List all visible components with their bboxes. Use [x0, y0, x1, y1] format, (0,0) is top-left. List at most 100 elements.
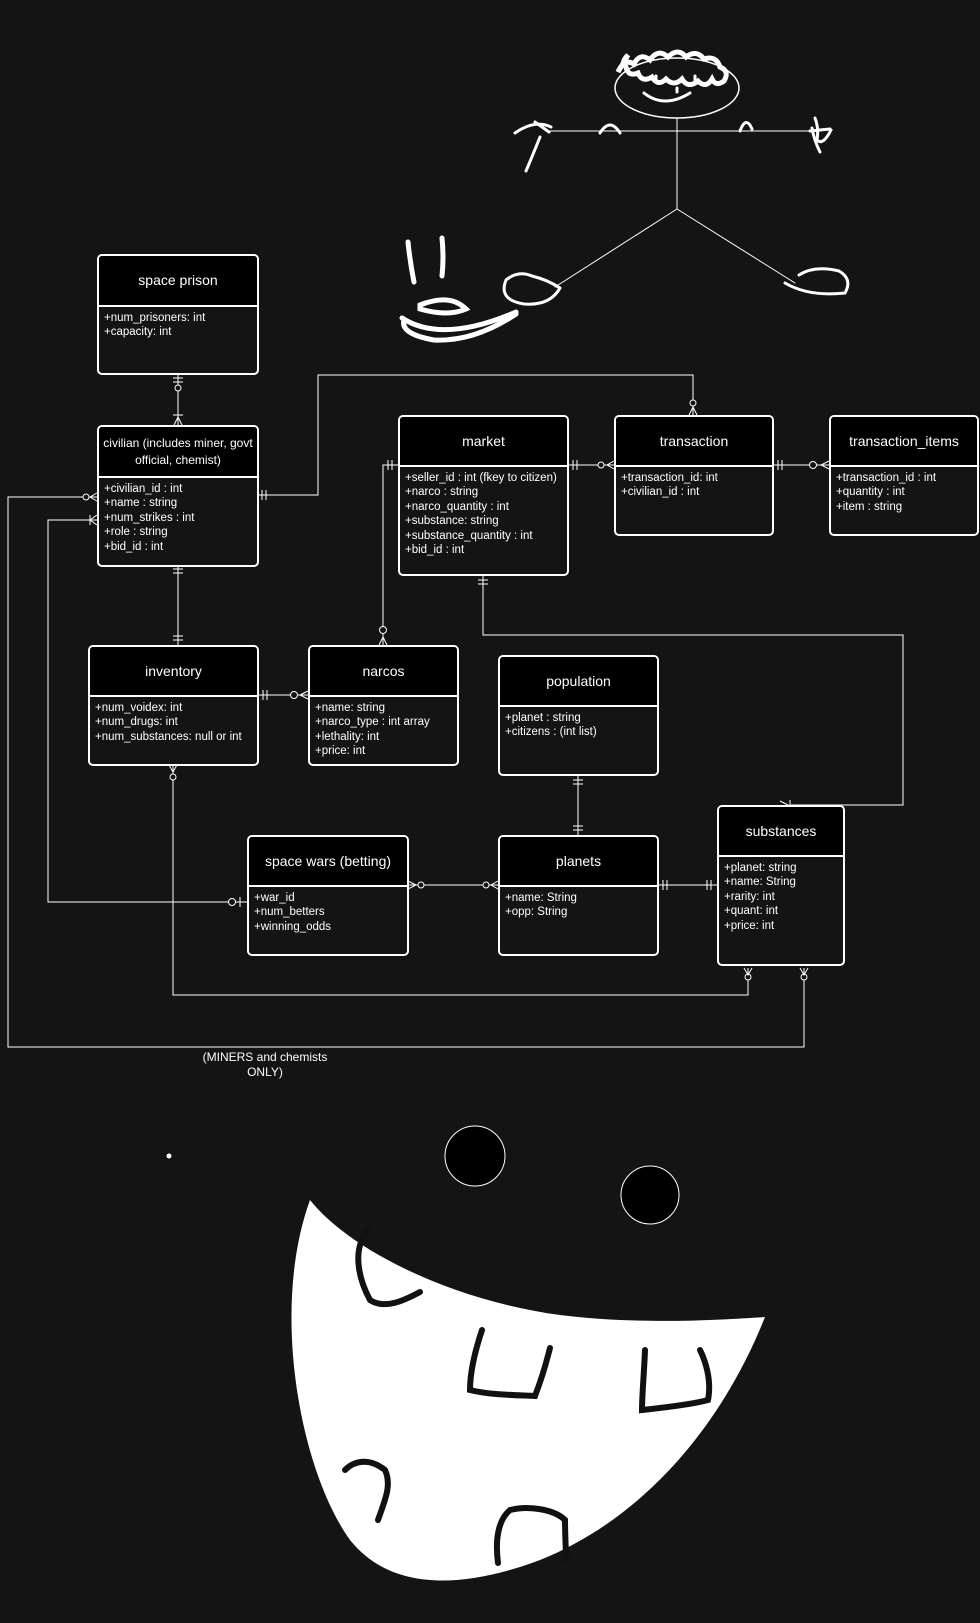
mark-zero-inventory-bottom — [169, 773, 177, 781]
mark-many-substances-bottom — [799, 967, 809, 977]
right-hand — [808, 116, 833, 154]
entity-inventory[interactable]: inventory +num_voidex: int +num_drugs: i… — [88, 645, 259, 766]
mark-many-civilian-left2 — [89, 514, 98, 526]
entity-fields: +num_voidex: int +num_drugs: int +num_su… — [90, 697, 257, 748]
field: +transaction_id : int — [836, 472, 937, 484]
mouth-shape — [291, 1200, 765, 1581]
field: +opp: String — [505, 906, 568, 919]
tooth-2 — [466, 1327, 553, 1400]
entity-title: inventory — [90, 647, 257, 697]
mark-one-prison — [173, 377, 183, 383]
rel-market-narcos — [382, 464, 398, 645]
mark-zero-planets-left — [482, 881, 490, 889]
entity-title: narcos — [310, 647, 457, 697]
mark-many-substances-bottom2 — [743, 967, 753, 977]
entity-fields: +seller_id : int (fkey to citizen) +narc… — [400, 467, 567, 561]
entity-fields: +transaction_id : int +quantity : int +i… — [831, 467, 977, 518]
left-foot — [502, 272, 562, 306]
entity-title: space prison — [99, 256, 257, 307]
entity-population[interactable]: population +planet : string +citizens : … — [498, 655, 659, 776]
mark-zero-transaction-left — [597, 461, 605, 469]
field: +num_strikes : int — [104, 511, 195, 524]
mark-zero-civilian-left — [82, 493, 90, 501]
miners-note: (MINERS and chemists ONLY) — [202, 1050, 328, 1079]
entity-fields: +civilian_id : int +name : string +num_s… — [99, 478, 257, 558]
entity-civilian[interactable]: civilian (includes miner, govt official,… — [97, 425, 259, 567]
entity-title: population — [500, 657, 657, 707]
shoulders — [598, 121, 754, 135]
field: +narco : string — [405, 486, 479, 499]
entity-title: transaction_items — [831, 417, 977, 467]
mark-one-civilian-right — [261, 490, 267, 500]
rel-market-substances — [482, 575, 904, 806]
mark-many-inventory-bottom — [168, 764, 178, 774]
big-face-doodle — [166, 1125, 765, 1581]
field: +num_prisoners: int — [104, 312, 206, 324]
mark-one-transaction-right — [777, 460, 783, 470]
mark-one-inventory-top — [173, 635, 183, 641]
mark-zero-narcos-left — [290, 691, 298, 699]
mark-one-market-bottom — [478, 579, 488, 585]
field: +narco_type : int array — [315, 716, 430, 729]
field: +civilian_id : int — [621, 486, 700, 499]
mark-one-market-left — [387, 460, 393, 470]
mark-zero-items-left — [809, 461, 817, 469]
mark-many-civilian-left — [88, 492, 98, 502]
rel-civilian-substances — [7, 496, 805, 1048]
rel-inventory-substances — [172, 765, 749, 996]
field: +num_voidex: int — [95, 702, 183, 714]
entity-narcos[interactable]: narcos +name: string +narco_type : int a… — [308, 645, 459, 766]
relationship-lines — [7, 374, 904, 1048]
field: +narco_quantity : int — [405, 500, 509, 513]
entity-fields: +name: string +narco_type : int array +l… — [310, 697, 457, 763]
mark-zero-transaction — [689, 399, 697, 407]
entity-space-prison[interactable]: space prison +num_prisoners: int +capaci… — [97, 254, 259, 375]
field: +citizens : (int list) — [505, 726, 597, 739]
field: +war_id — [254, 892, 295, 904]
mark-many-transaction-left — [605, 460, 615, 470]
field: +civilian_id : int — [104, 483, 183, 495]
field: +price: int — [315, 745, 366, 758]
field: +planet: string — [724, 862, 797, 874]
field: +substance: string — [405, 515, 499, 528]
curly-hair — [615, 49, 729, 87]
body-lines — [549, 117, 811, 288]
entity-transaction[interactable]: transaction +transaction_id: int +civili… — [614, 415, 774, 536]
field: +transaction_id: int — [621, 472, 718, 484]
entity-substances[interactable]: substances +planet: string +name: String… — [717, 805, 845, 966]
right-foot — [783, 267, 850, 296]
doodle-eyes — [405, 235, 446, 285]
entity-fields: +war_id +num_betters +winning_odds — [249, 887, 407, 938]
tooth-3 — [638, 1347, 713, 1414]
entity-fields: +transaction_id: int +civilian_id : int — [616, 467, 772, 504]
mark-many-spacewars-right — [407, 880, 418, 890]
entity-transaction-items[interactable]: transaction_items +transaction_id : int … — [829, 415, 979, 536]
mark-one-planets-substances — [662, 880, 712, 890]
field: +lethality: int — [315, 730, 380, 743]
entity-title: substances — [719, 807, 843, 857]
field: +bid_id : int — [405, 544, 465, 557]
entity-fields: +name: String +opp: String — [500, 887, 657, 924]
field: +name: String — [724, 876, 796, 889]
entity-fields: +num_prisoners: int +capacity: int — [99, 307, 257, 344]
field: +quantity : int — [836, 486, 905, 499]
entity-market[interactable]: market +seller_id : int (fkey to citizen… — [398, 415, 569, 576]
rel-civilian-spacewars — [47, 519, 247, 903]
dot — [166, 1153, 172, 1159]
mark-one-inventory-right — [262, 690, 268, 700]
eyes — [654, 74, 697, 94]
field: +substance_quantity : int — [405, 529, 533, 542]
teeth — [342, 1228, 713, 1566]
mark-many-civilian — [173, 414, 183, 426]
entity-space-wars[interactable]: space wars (betting) +war_id +num_better… — [247, 835, 409, 956]
mark-many-planets-left — [489, 880, 499, 890]
field: +quant: int — [724, 905, 779, 918]
entity-fields: +planet: string +name: String +rarity: i… — [719, 857, 843, 937]
field: +planet : string — [505, 712, 581, 724]
entity-planets[interactable]: planets +name: String +opp: String — [498, 835, 659, 956]
field: +item : string — [836, 500, 903, 513]
right-eye — [620, 1165, 680, 1225]
smile — [642, 91, 692, 103]
mark-many-narcos-top — [378, 635, 388, 646]
